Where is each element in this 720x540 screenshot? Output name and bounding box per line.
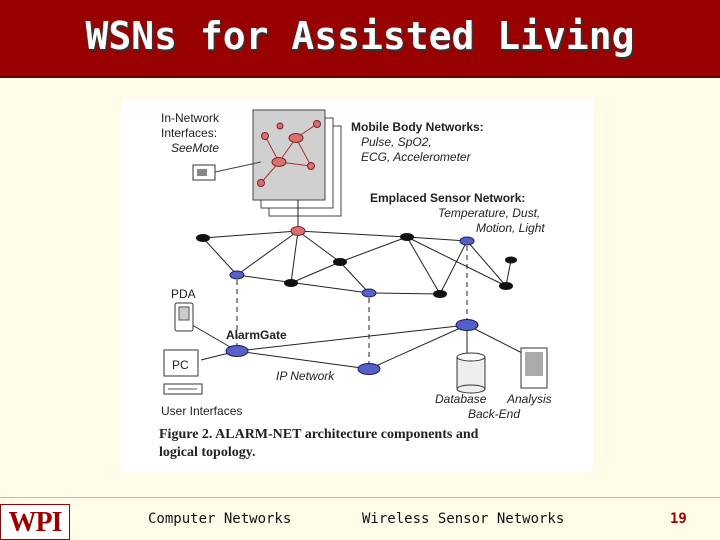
- emplaced-node: [400, 233, 414, 241]
- seemote-screen: [197, 169, 207, 176]
- gateway-node: [361, 288, 377, 298]
- database-label: Database: [435, 392, 487, 406]
- emplaced-node: [433, 290, 447, 298]
- analysis-label: Analysis: [506, 392, 552, 406]
- user-interfaces-label: User Interfaces: [161, 404, 242, 418]
- ip-network-label: IP Network: [276, 369, 335, 383]
- footer-divider: [0, 497, 720, 498]
- figure-caption-line-2: logical topology.: [159, 445, 255, 460]
- alarm-net-figure: In-Network Interfaces: SeeMote Mobile Bo…: [121, 100, 593, 472]
- footer-topic: Wireless Sensor Networks: [362, 511, 565, 527]
- emplaced-item-2: Motion, Light: [476, 221, 545, 235]
- seemote-link: [214, 161, 262, 173]
- footer-course: Computer Networks: [148, 511, 292, 527]
- pda-label: PDA: [171, 287, 196, 301]
- body-item-2: ECG, Accelerometer: [361, 150, 472, 164]
- seemote-label: SeeMote: [171, 141, 219, 155]
- emplaced-node: [284, 279, 298, 287]
- analysis-screen: [525, 352, 543, 376]
- body-card-front: [252, 109, 326, 201]
- body-hub-node: [271, 157, 287, 167]
- title-bar: WSNs for Assisted Living: [0, 0, 720, 78]
- ip-network-node: [357, 363, 381, 375]
- body-sensor-node: [257, 179, 265, 187]
- gateway-nodes: [225, 236, 479, 375]
- body-nodes: [257, 120, 321, 187]
- figure-caption-line-1: Figure 2. ALARM-NET architecture compone…: [159, 427, 479, 442]
- emplaced-node: [499, 282, 513, 290]
- body-hub-node: [288, 133, 304, 143]
- pc-monitor: [163, 349, 199, 377]
- in-network-label-1: In-Network: [161, 111, 220, 125]
- emplaced-node: [505, 256, 517, 264]
- emplaced-node: [333, 258, 347, 266]
- backend-label: Back-End: [468, 407, 520, 421]
- wpi-logo-text: WPI: [8, 507, 63, 538]
- slide-title: WSNs for Assisted Living: [85, 14, 635, 58]
- wpi-logo: WPI: [0, 504, 70, 540]
- body-gateway-node: [290, 226, 306, 236]
- pc-label: PC: [172, 358, 189, 372]
- database-icon: [456, 352, 486, 394]
- emplaced-item-1: Temperature, Dust,: [438, 206, 540, 220]
- body-sensor-node: [313, 120, 321, 128]
- gateway-node: [229, 270, 245, 280]
- body-sensor-node: [276, 122, 284, 130]
- in-network-label-2: Interfaces:: [161, 126, 217, 140]
- gateway-node: [459, 236, 475, 246]
- body-sensor-node: [307, 162, 315, 170]
- architecture-diagram: In-Network Interfaces: SeeMote Mobile Bo…: [159, 109, 552, 460]
- ip-network-links: [186, 321, 527, 370]
- page-number: 19: [670, 511, 687, 527]
- emplaced-links: [202, 200, 512, 295]
- pda-screen: [178, 306, 190, 321]
- body-network-title: Mobile Body Networks:: [351, 120, 484, 134]
- emplaced-node: [196, 234, 210, 242]
- emplaced-nodes: [196, 233, 517, 298]
- alarmgate-label: AlarmGate: [226, 328, 287, 342]
- emplaced-title: Emplaced Sensor Network:: [370, 191, 525, 205]
- alarmgate-node: [225, 345, 249, 357]
- body-item-1: Pulse, SpO2,: [361, 135, 432, 149]
- body-sensor-node: [261, 132, 269, 140]
- gateway-node: [455, 319, 479, 331]
- gateway-dashed-links: [236, 246, 468, 363]
